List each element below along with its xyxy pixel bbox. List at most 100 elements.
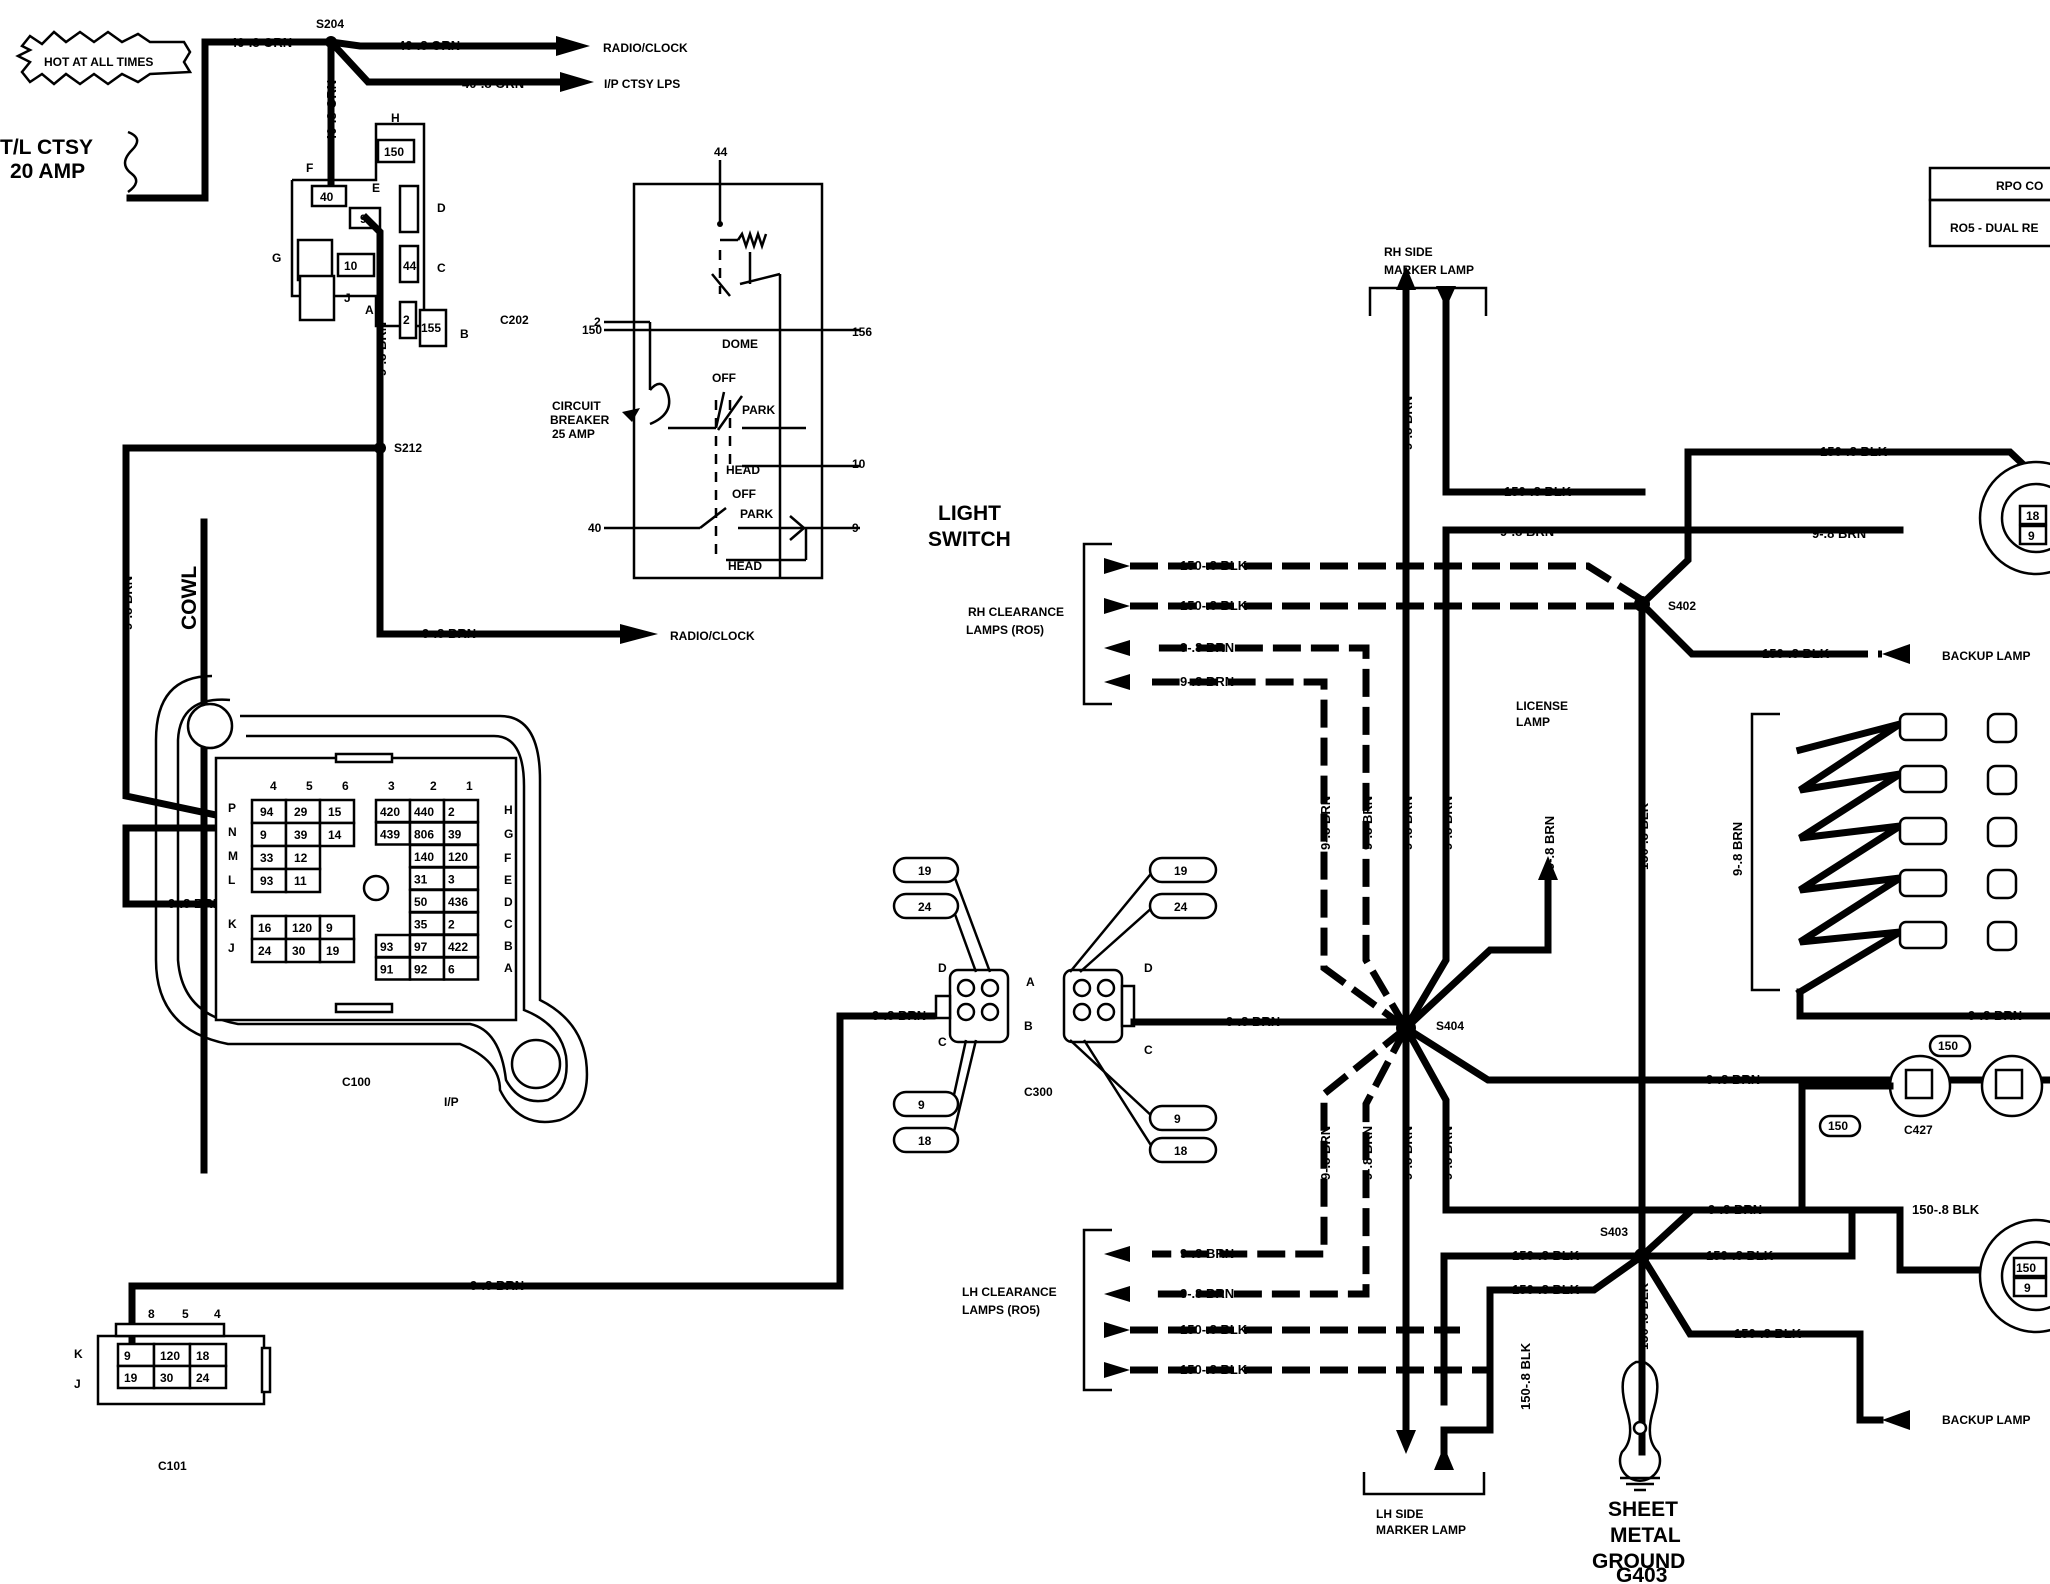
c100-row-label: A xyxy=(504,961,513,975)
wire-s403-lh-1 xyxy=(1440,1252,1646,1406)
ground-label-2: METAL xyxy=(1610,1524,1681,1547)
rpo-row-1: RO5 - DUAL RE xyxy=(1950,221,2038,235)
hot-at-all-times-label: HOT AT ALL TIMES xyxy=(15,30,193,86)
wire-label-brn-c427: 9-.8 BRN xyxy=(1706,1072,1760,1087)
arrow-lh-clear-4-icon xyxy=(1104,1362,1130,1378)
c100-cell-value: 9 xyxy=(260,828,267,842)
lower-lamp-pin-150: 150 xyxy=(2016,1261,2036,1275)
wire-label-blk-ground: 150-.8 BLK xyxy=(1636,1282,1651,1350)
wire-rh-clear-1 xyxy=(1130,562,1644,603)
wire-label-brn-rhmarker: 9-.8 BRN xyxy=(1400,396,1415,450)
fuse-name: T/L CTSY xyxy=(0,136,93,159)
wire-label-brn-lc2: 9-.8 BRN xyxy=(1180,1286,1234,1301)
lh-clearance-bracket xyxy=(1082,1228,1112,1392)
ground-label-1: SHEET xyxy=(1608,1498,1678,1521)
c100-row-label: D xyxy=(504,895,513,909)
s404-branches xyxy=(1152,278,2050,1444)
wire-s403-lh-2 xyxy=(1440,1251,1647,1456)
c100-cell-value: 93 xyxy=(380,940,394,954)
wire-c100-loop xyxy=(122,824,252,908)
cowl-label: COWL xyxy=(178,566,201,630)
arrow-rh-clear-4-icon xyxy=(1104,674,1130,690)
rh-clearance-bracket xyxy=(1082,542,1112,706)
wire-label-brn-c101: 9-.8 BRN xyxy=(470,1278,524,1293)
light-switch-box xyxy=(632,182,824,580)
c100-cell-value: 15 xyxy=(328,805,342,819)
breaker-label-3: 25 AMP xyxy=(552,427,595,441)
connector-c100-label: C100 xyxy=(342,1075,371,1089)
c100-row-label: E xyxy=(504,873,512,887)
wire-label-orn-2: 40-.8 ORN xyxy=(398,38,460,53)
switch-label-off-2: OFF xyxy=(732,487,756,501)
connector-c300-left xyxy=(934,968,1010,1044)
c100-cell xyxy=(284,867,322,894)
c202-cell-10 xyxy=(336,252,376,278)
svg-text:E: E xyxy=(372,181,380,195)
c300-pill xyxy=(892,856,960,884)
wire-label-brn-v2: 9-.8 BRN xyxy=(1360,796,1375,850)
switch-label-head-1: HEAD xyxy=(726,463,760,477)
c202-cell-j xyxy=(298,274,336,322)
lower-tail-lamp-socket xyxy=(1978,1218,2050,1334)
arrow-lh-marker-icon xyxy=(1396,1430,1416,1454)
c300-pill-value: 18 xyxy=(918,1134,932,1148)
zigzag-bracket xyxy=(1750,712,1780,992)
svg-text:155: 155 xyxy=(421,321,441,335)
starburst-icon xyxy=(15,30,193,86)
c100-cell-value: 11 xyxy=(294,874,307,888)
c100-cell-value: 140 xyxy=(414,850,434,864)
wire-s403-backup-2 xyxy=(1637,1251,1884,1424)
c300-pill-value: 19 xyxy=(1174,864,1188,878)
c101-cell-value: 24 xyxy=(196,1371,210,1385)
switch-term-44: 44 xyxy=(714,145,728,159)
c100-row-label: N xyxy=(228,825,237,839)
wire-zigzag-harness xyxy=(1795,720,1902,997)
wire-label-brn-radio: 9-.8 BRN xyxy=(422,626,476,641)
splice-s404-label: S404 xyxy=(1436,1019,1464,1033)
wire-fuse-to-s204 xyxy=(126,38,334,202)
arrow-ctsy-icon xyxy=(560,72,594,92)
c100-cell-value: 2 xyxy=(448,918,455,932)
switch-term-9: 9 xyxy=(852,521,859,535)
c202-cell-2 xyxy=(398,300,418,340)
c300-pill xyxy=(1148,1104,1218,1132)
arrow-lh-clear-1-icon xyxy=(1104,1246,1130,1262)
c100-cell xyxy=(318,821,356,848)
wire-label-brn-zigzag-tail: 9-.8 BRN xyxy=(1968,1008,2022,1023)
c300-pin-c-left: C xyxy=(938,1035,947,1049)
switch-term-156: 156 xyxy=(852,325,872,339)
c100-cell-value: 94 xyxy=(260,805,274,819)
c100-cell-value: 24 xyxy=(258,944,272,958)
connector-c202: 150 40 9 10 44 2 155 H F E D C G J A B xyxy=(272,111,469,348)
c100-col-label: 1 xyxy=(466,779,473,793)
c202-cell-40 xyxy=(310,184,348,208)
c100-cell-value: 16 xyxy=(258,921,272,935)
c100-cell-value: 35 xyxy=(414,918,428,932)
svg-text:44: 44 xyxy=(403,259,417,273)
wire-zigzag-tail xyxy=(1796,988,2050,1020)
c100-cell-value: 120 xyxy=(448,850,468,864)
c100-key-top xyxy=(334,752,394,764)
c101-cell-value: 120 xyxy=(160,1349,180,1363)
c300-pill-value: 24 xyxy=(918,900,932,914)
arrow-rh-marker-in-icon xyxy=(1436,286,1456,308)
breaker-label-1: CIRCUIT xyxy=(552,399,601,413)
dest-lh-side-1: LH SIDE xyxy=(1376,1507,1423,1521)
wire-label-blk-backup2: 150-.8 BLK xyxy=(1734,1326,1802,1341)
splice-s204-label: S204 xyxy=(316,17,344,31)
light-switch-internals xyxy=(604,160,860,578)
arrow-license-icon xyxy=(1538,856,1558,880)
light-switch-title-1: LIGHT xyxy=(938,502,1001,525)
connector-c300-right xyxy=(1062,968,1136,1044)
c100-bolt-bottom-icon xyxy=(510,1038,562,1090)
c100-cell xyxy=(442,956,480,981)
c427-pin-top: 150 xyxy=(1938,1039,1958,1053)
c300-pill-value: 18 xyxy=(1174,1144,1188,1158)
switch-term-2: 2 xyxy=(594,315,601,329)
c100-cell-value: 30 xyxy=(292,944,306,958)
c100-row-label: H xyxy=(504,803,513,817)
c100-cell-value: 806 xyxy=(414,828,434,842)
c100-col-label: 6 xyxy=(342,779,349,793)
